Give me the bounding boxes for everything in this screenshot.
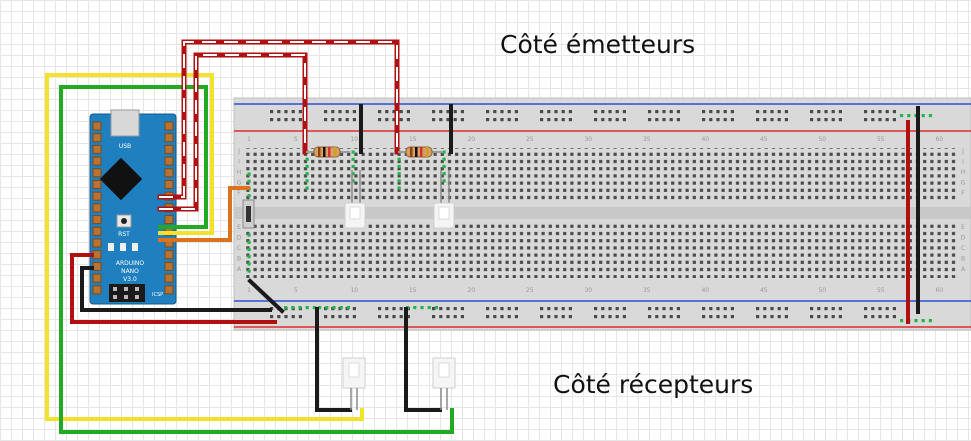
led bbox=[132, 243, 138, 251]
power-wire-red bbox=[70, 253, 277, 324]
wires bbox=[45, 39, 920, 434]
row-letter: I bbox=[962, 159, 964, 166]
row-letter: A bbox=[237, 266, 242, 273]
row-letter: F bbox=[961, 190, 965, 197]
board-name: ARDUINO bbox=[116, 260, 145, 267]
column-number: 55 bbox=[877, 287, 885, 294]
row-letter: J bbox=[237, 148, 240, 155]
rail-holes bbox=[270, 110, 896, 319]
upper-hole-field bbox=[246, 148, 956, 202]
usb-connector bbox=[110, 109, 140, 137]
usb-label: USB bbox=[119, 143, 131, 150]
column-number: 5 bbox=[294, 287, 298, 294]
column-number: 50 bbox=[818, 136, 826, 143]
emitters-caption: Côté émetteurs bbox=[500, 30, 696, 59]
row-letter: D bbox=[237, 235, 242, 242]
column-number: 55 bbox=[877, 136, 885, 143]
row-letter: C bbox=[961, 245, 965, 252]
row-letter: B bbox=[237, 256, 241, 263]
microcontroller-chip bbox=[99, 157, 143, 201]
row-letter: H bbox=[237, 169, 242, 176]
icsp-label: ICSP bbox=[152, 292, 163, 298]
orange-wire bbox=[158, 186, 250, 242]
resistor-emitter-1 bbox=[306, 146, 350, 158]
icsp-header bbox=[109, 284, 145, 302]
column-number: 5 bbox=[294, 136, 298, 143]
column-number: 35 bbox=[643, 287, 651, 294]
icsp-pins bbox=[113, 287, 139, 299]
column-labels: 1155101015152020252530303535404045455050… bbox=[247, 136, 943, 294]
resistor-emitter-2 bbox=[398, 146, 442, 158]
column-number: 60 bbox=[935, 136, 943, 143]
column-number: 25 bbox=[526, 136, 534, 143]
row-letter: E bbox=[961, 224, 965, 231]
signal-wire-stripe bbox=[159, 41, 398, 198]
row-letter: D bbox=[961, 235, 966, 242]
column-number: 10 bbox=[350, 136, 358, 143]
column-number: 40 bbox=[701, 136, 709, 143]
led bbox=[108, 243, 114, 251]
board-version: V3.0 bbox=[123, 276, 137, 283]
column-number: 30 bbox=[584, 136, 592, 143]
column-number: 1 bbox=[247, 287, 251, 294]
row-letter: E bbox=[237, 224, 241, 231]
receivers-caption: Côté récepteurs bbox=[553, 370, 754, 399]
row-letter: G bbox=[961, 180, 966, 187]
receiver-1-ground-wire bbox=[315, 307, 352, 412]
lower-hole-field bbox=[246, 224, 956, 278]
arduino-nano: USB RST ARDUINO NANO V3.0 ICSP bbox=[89, 109, 177, 305]
yellow-wire bbox=[45, 73, 364, 421]
column-number: 45 bbox=[760, 287, 768, 294]
column-number: 30 bbox=[584, 287, 592, 294]
reset-label: RST bbox=[118, 231, 130, 238]
ground-jumper bbox=[247, 278, 285, 314]
row-letter: F bbox=[237, 190, 241, 197]
column-number: 20 bbox=[467, 287, 475, 294]
column-number: 35 bbox=[643, 136, 651, 143]
reset-button-cap bbox=[121, 218, 127, 224]
ground-wire-black bbox=[80, 266, 272, 312]
column-number: 60 bbox=[935, 287, 943, 294]
row-letter: G bbox=[237, 180, 242, 187]
ir-receiver-1 bbox=[342, 357, 366, 410]
ir-receiver-2 bbox=[432, 357, 456, 410]
receiver-2-ground-wire bbox=[404, 307, 442, 412]
led bbox=[120, 243, 126, 251]
row-letter: B bbox=[961, 256, 965, 263]
column-number: 50 bbox=[818, 287, 826, 294]
column-number: 25 bbox=[526, 287, 534, 294]
breadboard: 1155101015152020252530303535404045455050… bbox=[233, 97, 971, 331]
column-number: 45 bbox=[760, 136, 768, 143]
header-pins bbox=[92, 121, 174, 295]
column-number: 10 bbox=[350, 287, 358, 294]
row-letter: H bbox=[961, 169, 966, 176]
column-number: 20 bbox=[467, 136, 475, 143]
row-letter: A bbox=[961, 266, 966, 273]
row-letter: I bbox=[238, 159, 240, 166]
row-letter: C bbox=[237, 245, 241, 252]
column-number: 15 bbox=[409, 287, 417, 294]
signal-wire-stripe bbox=[159, 54, 306, 210]
green-wire bbox=[59, 85, 454, 434]
row-letter: J bbox=[961, 148, 964, 155]
ir-emitter-2 bbox=[433, 170, 455, 229]
column-number: 40 bbox=[701, 287, 709, 294]
column-number: 1 bbox=[247, 136, 251, 143]
column-number: 15 bbox=[409, 136, 417, 143]
board-model: NANO bbox=[121, 268, 139, 275]
ir-emitter-1 bbox=[344, 170, 366, 229]
push-button bbox=[242, 199, 255, 229]
center-channel bbox=[234, 207, 971, 219]
